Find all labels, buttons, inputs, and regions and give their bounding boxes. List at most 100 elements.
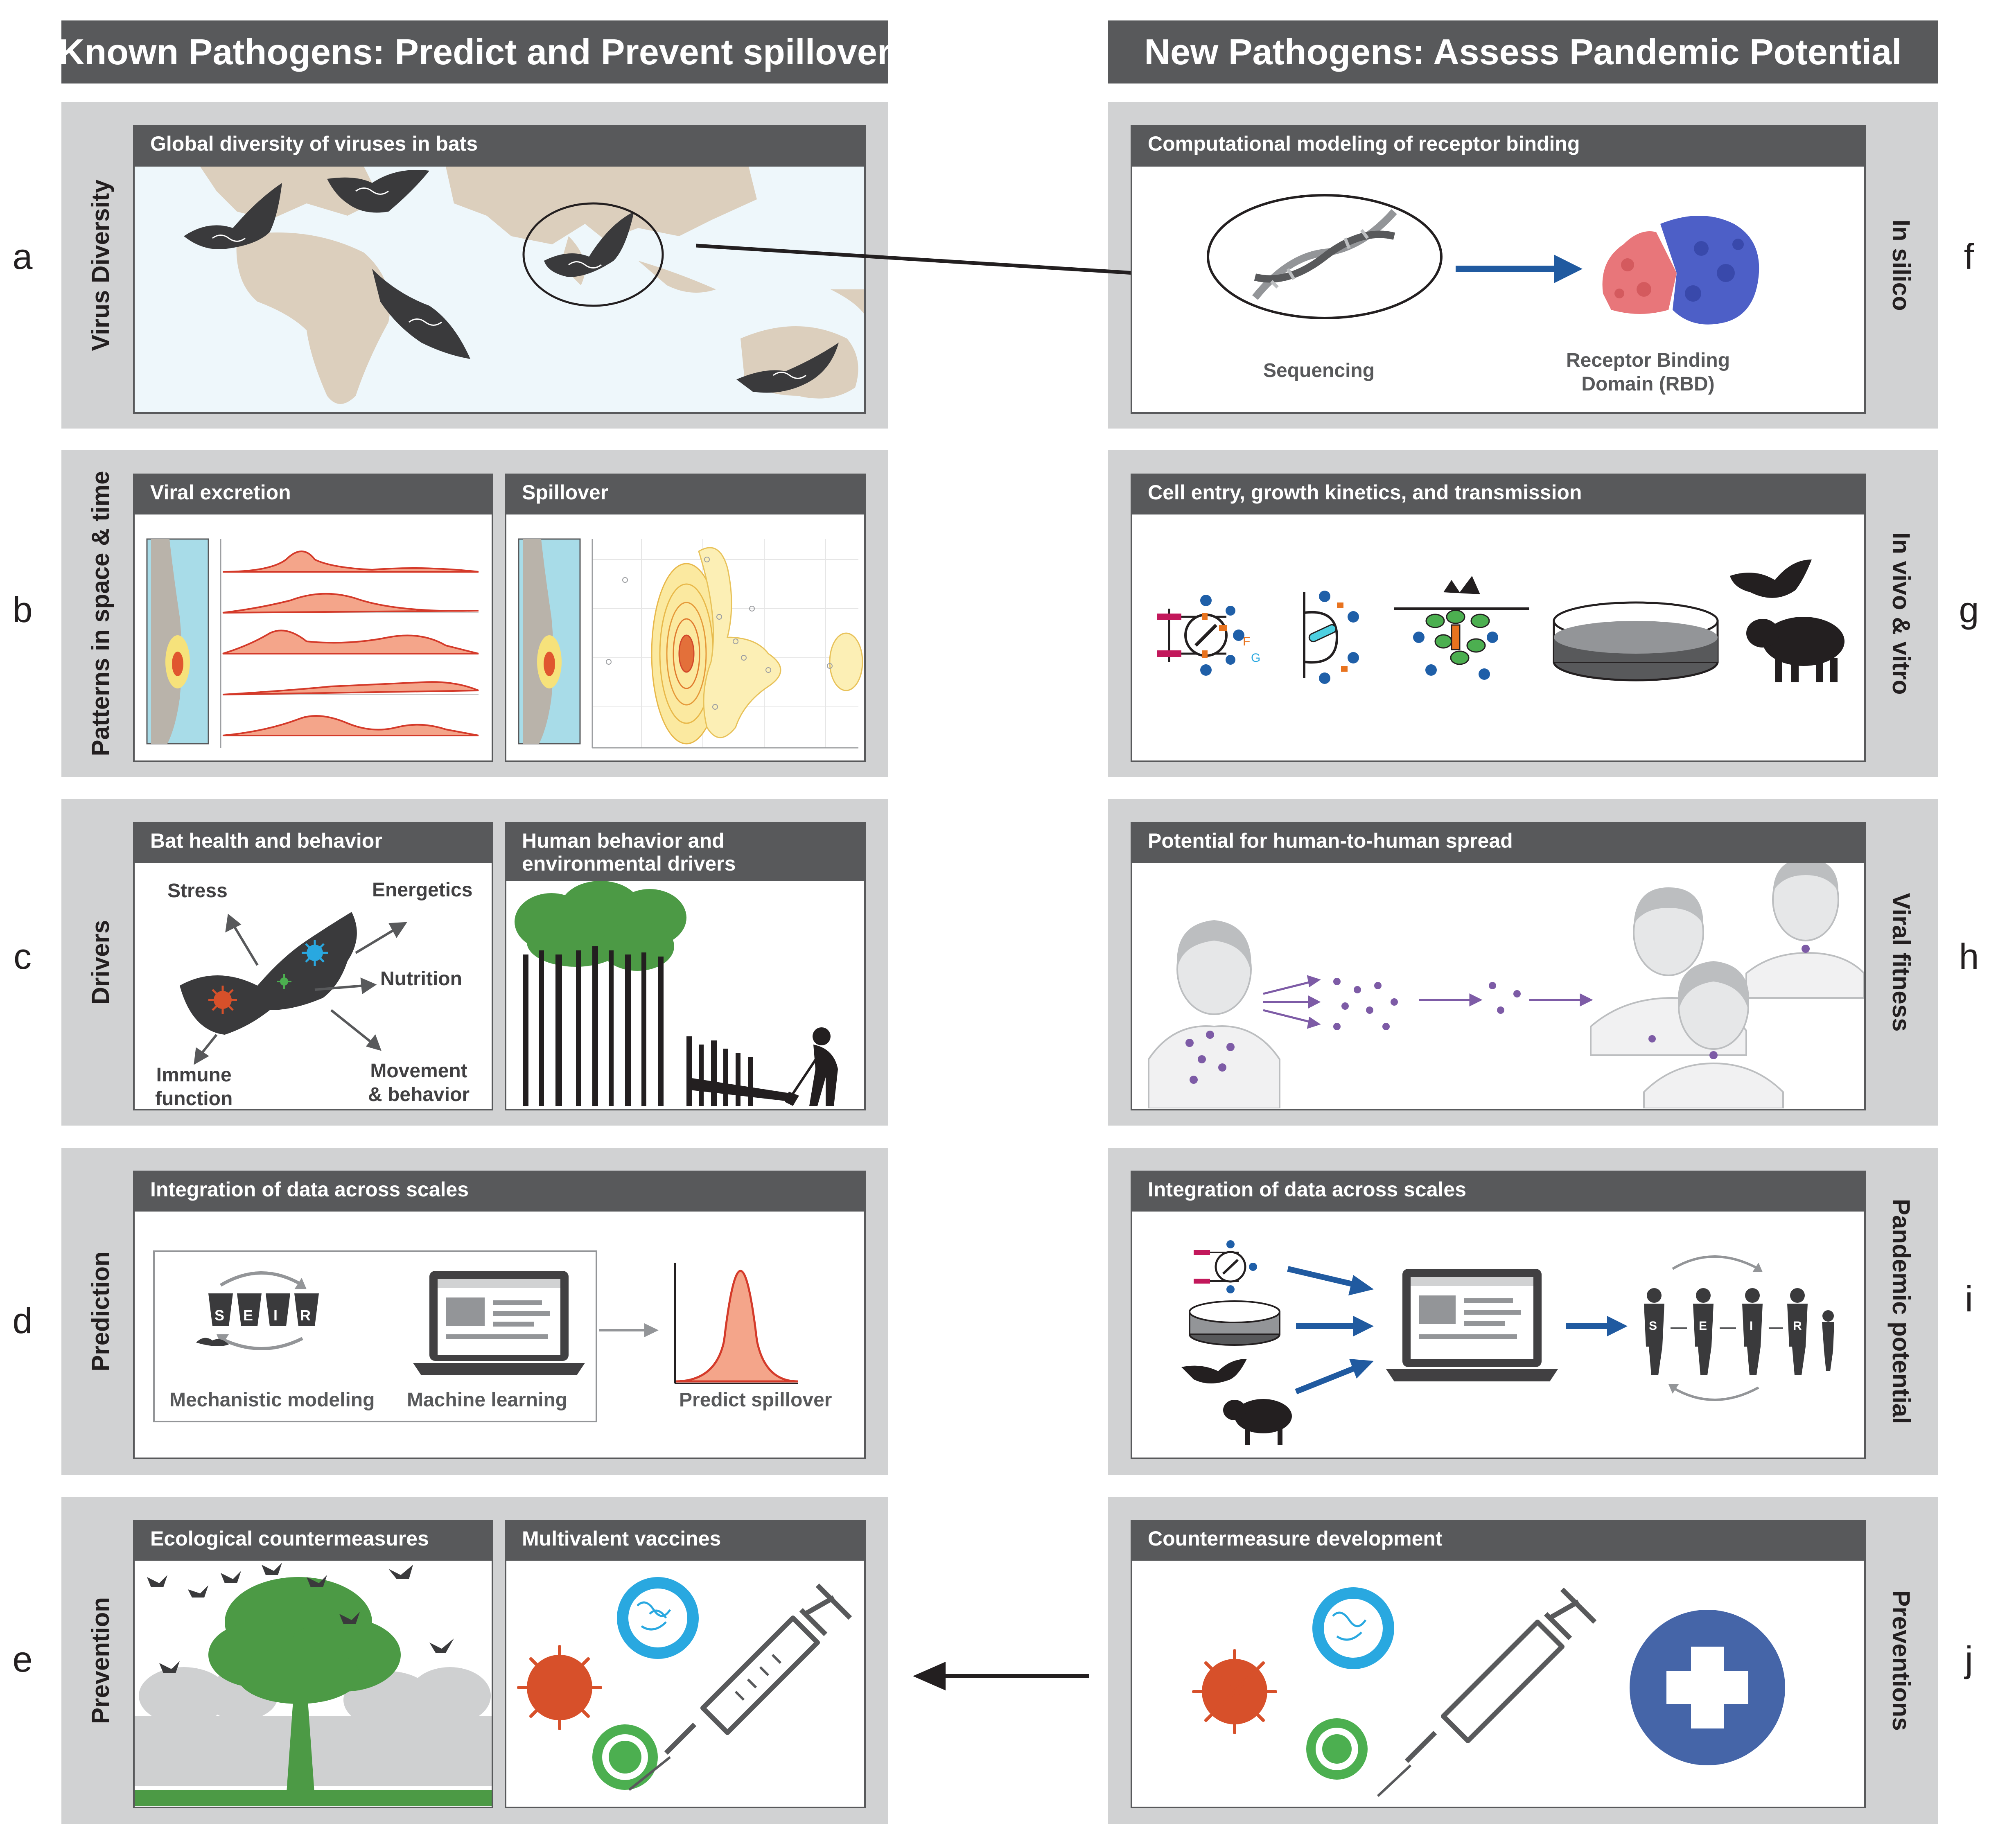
panel-b2-title: Spillover [506, 475, 864, 514]
label-machine-learning: Machine learning [407, 1389, 568, 1411]
label-sequencing: Sequencing [1263, 360, 1375, 381]
row-label-virus-diversity: Virus Diversity [86, 179, 114, 351]
label-stress: Stress [167, 880, 228, 902]
ecological-forest-illustration [135, 1563, 492, 1806]
tree-stumps [686, 1036, 793, 1106]
pig-icon [1746, 617, 1845, 682]
virus-receptor-icon [1194, 1240, 1257, 1293]
spread-arrows [1263, 975, 1593, 1029]
row-letter-j: j [1965, 1639, 1973, 1679]
green-virus-icon [1306, 1718, 1368, 1780]
virus-particles [1333, 978, 1521, 1030]
panel-j-countermeasure-development: Countermeasure development [1131, 1520, 1866, 1808]
panel-a-title: Global diversity of viruses in bats [135, 126, 864, 167]
row-letter-g: g [1959, 589, 1979, 630]
seir-letter-i: I [1750, 1319, 1753, 1333]
bat-icon-3 [372, 269, 470, 359]
panel-d-title: Integration of data across scales [135, 1172, 864, 1212]
virus-endocytosis-icon [1303, 591, 1359, 684]
person-digging-icon [785, 1027, 838, 1106]
green-virus-icon [592, 1724, 658, 1790]
flying-bats-icon [147, 1563, 454, 1673]
density-ridge-5 [222, 715, 479, 736]
row-letter-h: h [1959, 936, 1979, 977]
infected-person-icon [1148, 920, 1280, 1108]
panel-j-title: Countermeasure development [1132, 1521, 1864, 1561]
row-letter-i: i [1965, 1279, 1973, 1319]
row-label-prevention: Prevention [86, 1597, 114, 1724]
green-virus-icon [277, 974, 291, 989]
blue-virus-icon [1312, 1587, 1394, 1669]
panel-b1-viral-excretion: Viral excretion [133, 474, 493, 762]
density-ridge-2 [222, 593, 479, 614]
human-spread-illustration [1148, 863, 1864, 1108]
panel-g-cell-entry: Cell entry, growth kinetics, and transmi… [1131, 474, 1866, 762]
panel-e2-title: Multivalent vaccines [506, 1521, 864, 1561]
seir-letter-i: I [273, 1307, 278, 1324]
left-column-header: Known Pathogens: Predict and Prevent spi… [59, 20, 891, 83]
row-letter-e: e [12, 1639, 33, 1679]
panel-d-prediction: Integration of data across scales S E I … [133, 1171, 866, 1459]
row-label-prediction: Prediction [86, 1251, 114, 1372]
vaccines-illustration [517, 1577, 852, 1791]
panel-c1-bat-health: Bat health and behavior Stress Energetic… [133, 822, 493, 1110]
spillover-contour-plot [518, 538, 863, 749]
panel-h-title: Potential for human-to-human spread [1132, 824, 1864, 863]
panel-b1-title: Viral excretion [135, 475, 492, 514]
label-rbd: Receptor Binding Domain (RBD) [1566, 350, 1730, 395]
bat-icon-1 [184, 183, 282, 249]
pandemic-integration-illustration [1181, 1240, 1834, 1445]
contour-secondary [698, 547, 863, 738]
dna-on-bats-icon [212, 187, 806, 379]
row-label-patterns: Patterns in space & time [86, 471, 114, 756]
countermeasure-illustration [1192, 1587, 1785, 1797]
panel-f-computational-modeling: Computational modeling of receptor bindi… [1131, 125, 1866, 414]
green-tree-icon [208, 1577, 401, 1798]
models-box [153, 1250, 597, 1422]
petri-dish-icon [1189, 1300, 1280, 1346]
arrow-j-to-e [913, 1662, 1089, 1690]
red-virus-icon [208, 986, 237, 1014]
syringe-icon [628, 1583, 852, 1791]
bat-silhouette-icon [180, 912, 357, 1035]
arrow-models-to-prediction [599, 1323, 659, 1337]
row-letter-f: f [1964, 236, 1974, 277]
bat-icon [1730, 560, 1812, 598]
row-label-drivers: Drivers [86, 920, 114, 1005]
grass-strip [135, 1790, 492, 1806]
panel-b2-spillover: Spillover [505, 474, 866, 762]
row-label-in-vivo-vitro: In vivo & vitro [1887, 532, 1915, 695]
row-label-pandemic-potential: Pandemic potential [1887, 1198, 1915, 1424]
panel-i-pandemic-integration: Integration of data across scales [1131, 1171, 1866, 1459]
panel-h-human-spread: Potential for human-to-human spread [1131, 822, 1866, 1110]
red-virus-icon [1192, 1649, 1277, 1734]
label-immune-function: Immune function [155, 1064, 233, 1110]
density-ridge-3 [222, 630, 479, 654]
bat-drivers-illustration [180, 912, 407, 1065]
row-letter-b: b [12, 589, 33, 630]
virus-receptor-binding-icon [1157, 595, 1244, 676]
panel-i-title: Integration of data across scales [1132, 1172, 1864, 1212]
row-label-preventions: Preventions [1887, 1590, 1915, 1731]
seir-letter-e: E [243, 1307, 253, 1324]
excretion-ridgeline-plot [146, 538, 479, 748]
row-label-viral-fitness: Viral fitness [1887, 893, 1915, 1032]
label-mechanistic-modeling: Mechanistic modeling [169, 1389, 375, 1411]
cell-entry-illustration: F G [1157, 560, 1845, 684]
label-predict-spillover: Predict spillover [679, 1389, 832, 1411]
label-nutrition: Nutrition [380, 968, 462, 990]
panel-f-title: Computational modeling of receptor bindi… [1132, 126, 1864, 167]
dna-sequencing-icon [1207, 194, 1443, 319]
panel-a-bat-virus-map: Global diversity of viruses in bats [133, 125, 866, 414]
predict-spillover-curve [674, 1263, 798, 1384]
highlight-ellipse [522, 202, 664, 307]
seir-letter-e: E [1699, 1319, 1707, 1333]
label-energetics: Energetics [372, 879, 473, 901]
row-label-in-silico: In silico [1887, 219, 1915, 311]
panel-c2-title: Human behavior and environmental drivers [506, 824, 864, 881]
petri-dish-icon [1553, 601, 1719, 681]
seir-bats-icon [196, 1271, 319, 1350]
right-column-header: New Pathogens: Assess Pandemic Potential [1108, 20, 1938, 83]
bat-icon-5 [736, 343, 839, 393]
arrow-sequencing-to-rbd [1456, 255, 1583, 283]
